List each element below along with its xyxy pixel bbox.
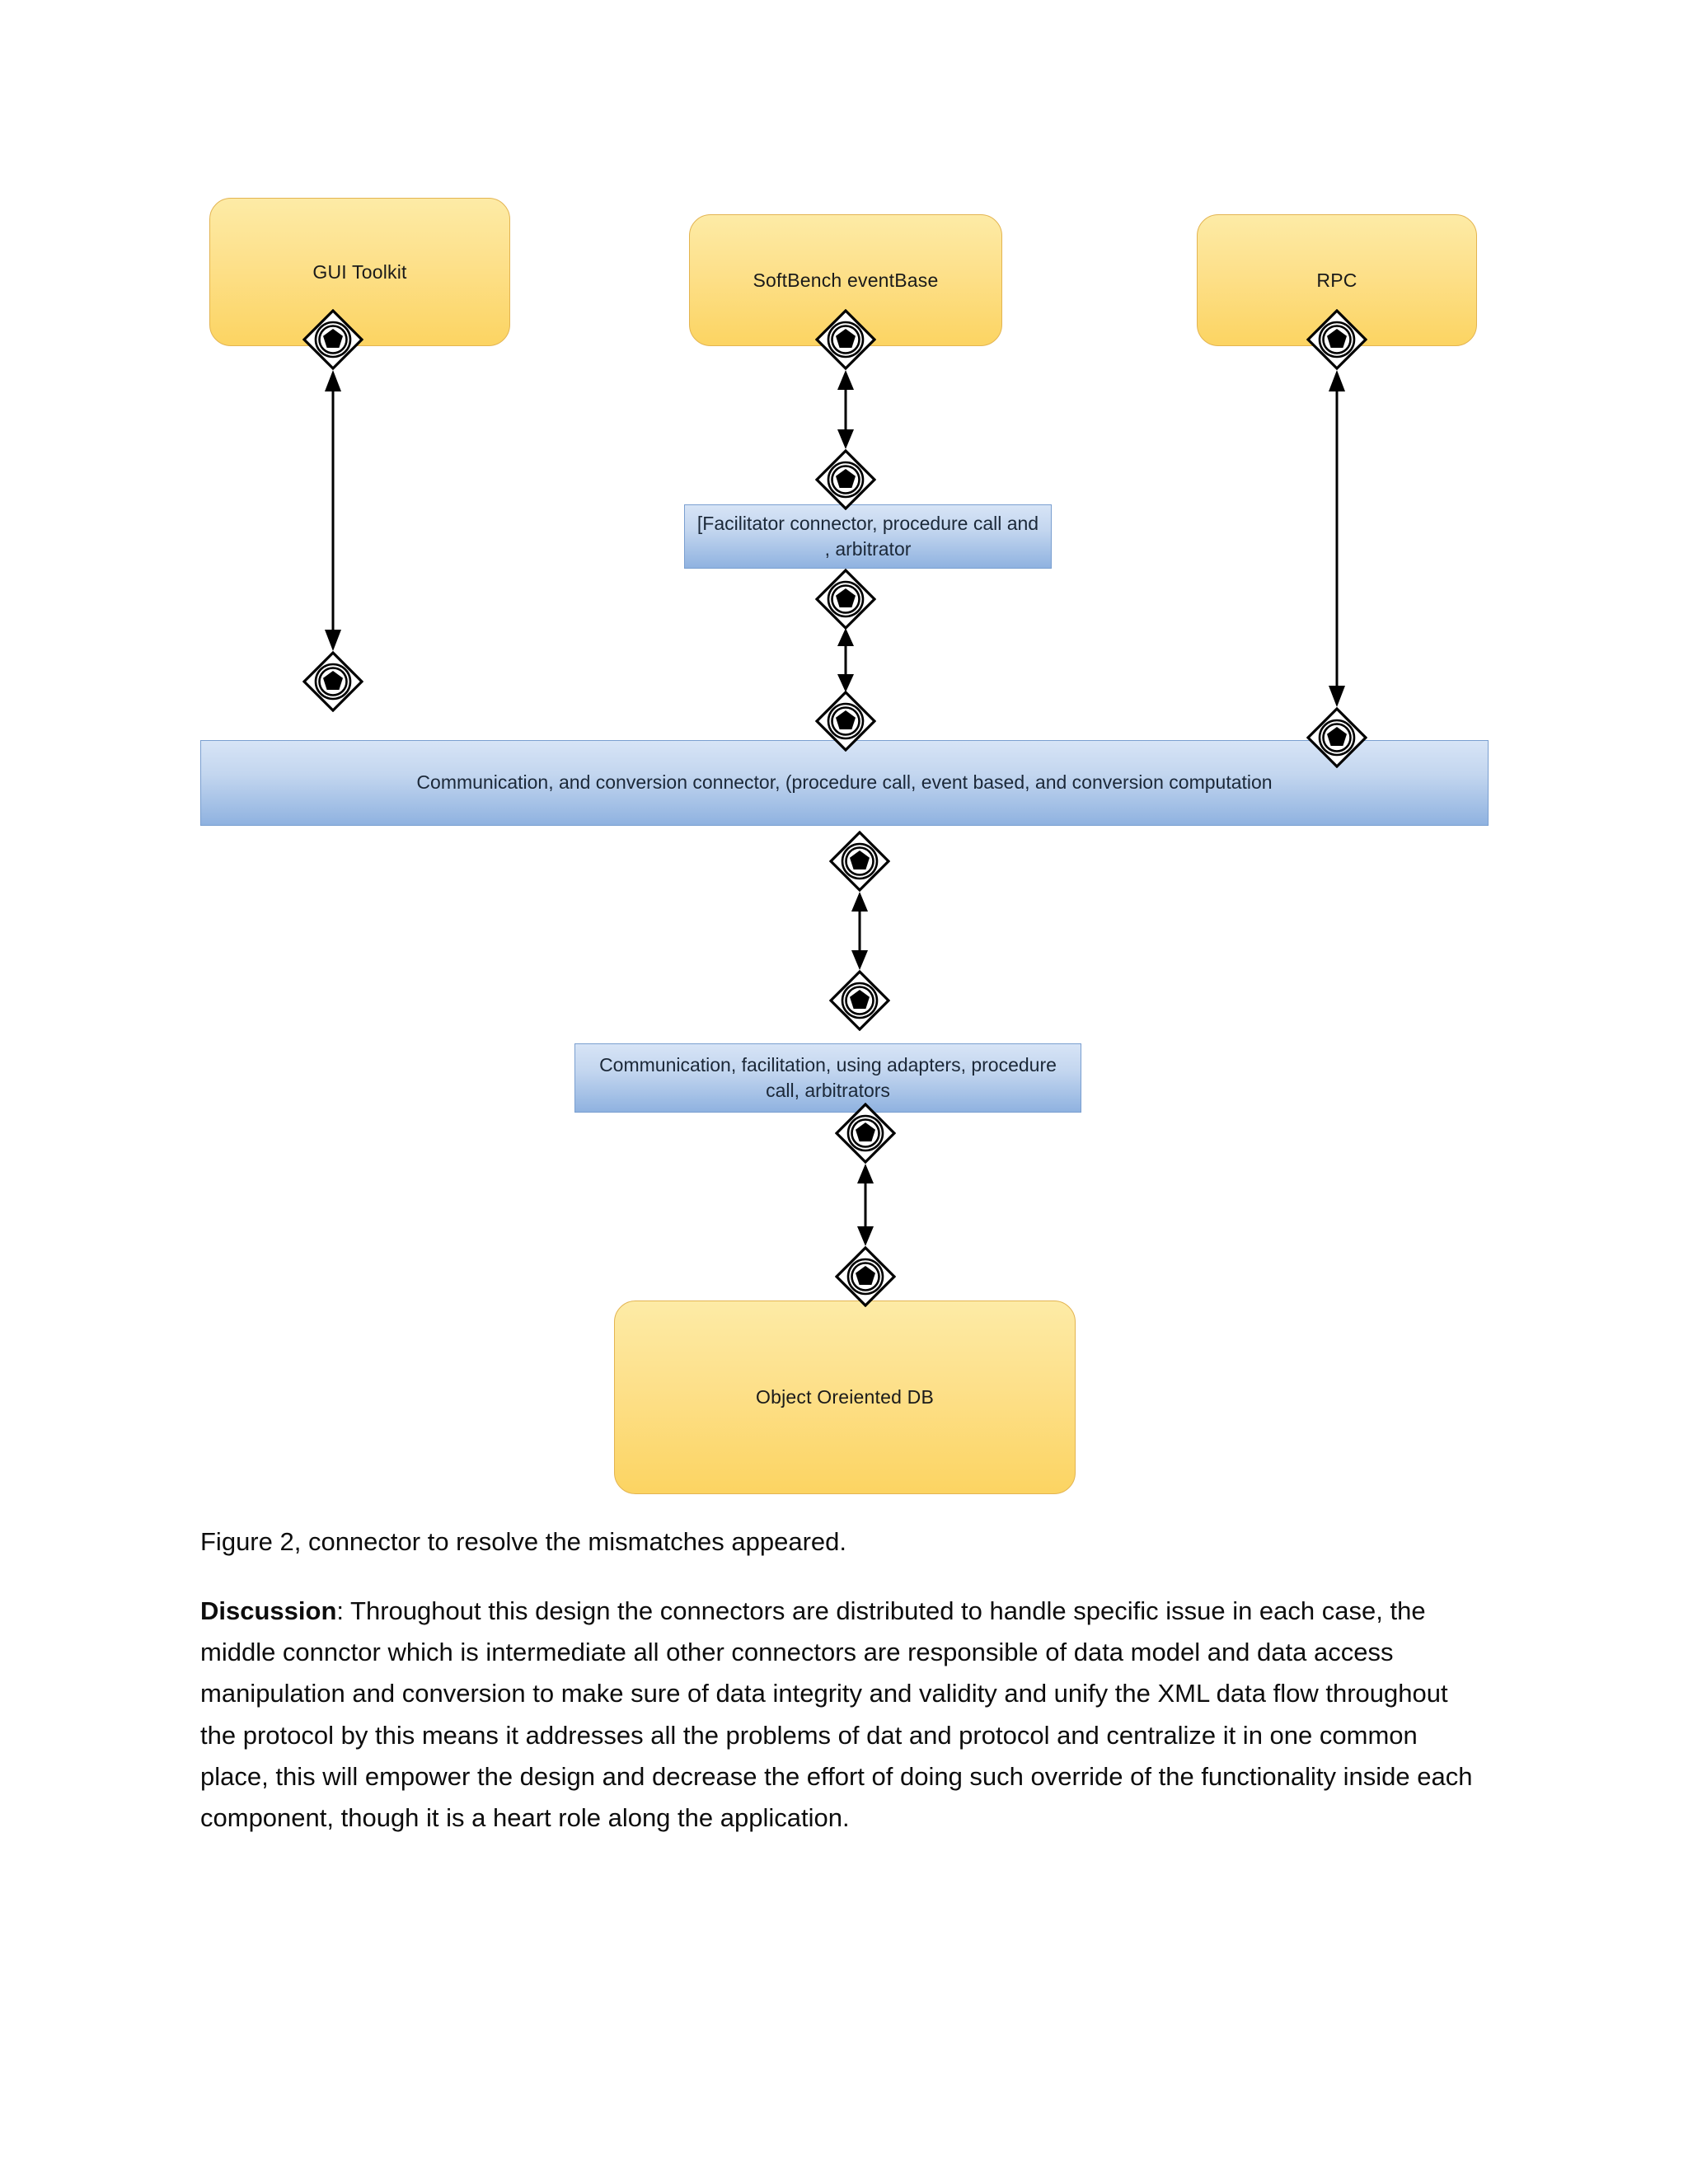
connector-port-icon[interactable] [829,831,890,892]
component-gui-toolkit-label: GUI Toolkit [312,260,407,283]
connector-port-icon[interactable] [1306,309,1367,370]
connector-port-icon[interactable] [815,309,876,370]
component-softbench-eventbase-label: SoftBench eventBase [753,269,939,291]
connector-port-icon[interactable] [1306,707,1367,768]
figure-2-diagram: GUI Toolkit SoftBench eventBase RPC Obje… [200,198,1489,1494]
connector-facilitator-label: [Facilitator connector, procedure call a… [696,512,1039,560]
document-text-block: Figure 2, connector to resolve the misma… [200,1529,1490,1839]
bidirectional-arrow [829,628,862,692]
discussion-paragraph: Discussion: Throughout this design the c… [200,1591,1490,1839]
bidirectional-arrow [849,1164,882,1246]
connector-port-icon[interactable] [815,691,876,752]
figure-caption: Figure 2, connector to resolve the misma… [200,1527,847,1556]
component-object-oriented-db-label: Object Oreiented DB [755,1386,934,1408]
component-object-oriented-db[interactable]: Object Oreiented DB [614,1301,1076,1494]
connector-port-icon[interactable] [815,449,876,510]
bidirectional-arrow [316,370,349,651]
component-rpc-label: RPC [1316,269,1357,291]
connector-port-icon[interactable] [302,309,363,370]
connector-communication-facilitation-label: Communication, facilitation, using adapt… [599,1053,1057,1101]
bidirectional-arrow [829,370,862,449]
discussion-body: : Throughout this design the connectors … [200,1596,1473,1833]
connector-port-icon[interactable] [835,1103,896,1164]
connector-port-icon[interactable] [815,569,876,630]
connector-facilitator[interactable]: [Facilitator connector, procedure call a… [684,504,1052,569]
bidirectional-arrow [1320,370,1353,707]
connector-communication-facilitation[interactable]: Communication, facilitation, using adapt… [574,1043,1081,1113]
bidirectional-arrow [843,892,876,970]
discussion-label: Discussion [200,1596,337,1625]
connector-port-icon[interactable] [835,1246,896,1307]
connector-port-icon[interactable] [829,970,890,1031]
connector-communication-conversion-label: Communication, and conversion connector,… [416,771,1273,794]
connector-port-icon[interactable] [302,651,363,712]
connector-communication-conversion[interactable]: Communication, and conversion connector,… [200,740,1489,826]
